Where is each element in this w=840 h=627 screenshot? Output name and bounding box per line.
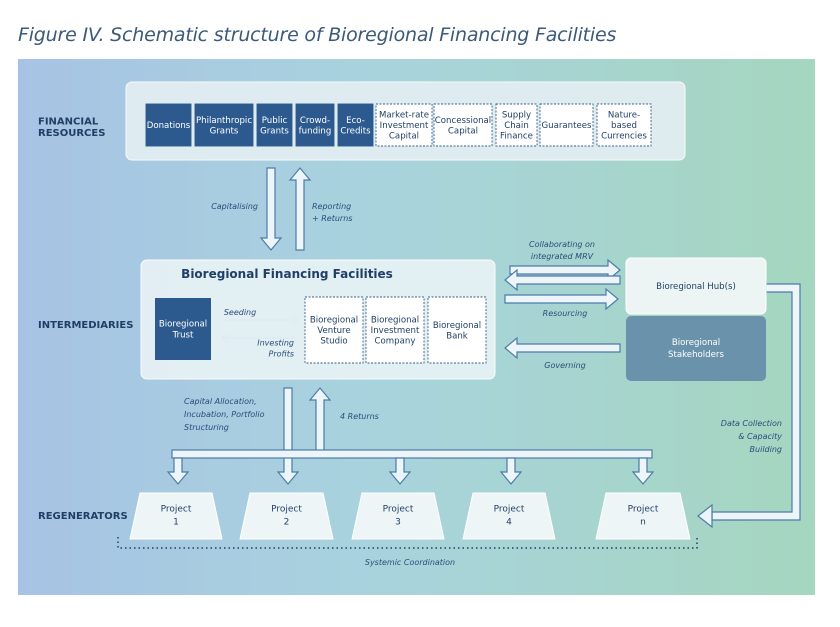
distribution-arrow-1 (166, 457, 190, 485)
capital-allocation-label: Capital Allocation,Incubation, Portfolio… (184, 397, 265, 432)
financial-resource-label-4: Crowd-funding (299, 116, 332, 137)
project-box-5 (595, 492, 691, 540)
systemic-coordination-label: Systemic Coordination (365, 558, 455, 567)
capitalising-label: Capitalising (211, 202, 258, 211)
bioregional-trust-box (155, 298, 211, 360)
financial-resource-box-6 (375, 103, 433, 147)
governing-arrow (504, 336, 621, 360)
distribution-arrow-4 (499, 457, 523, 485)
collaborating-arrow-left (504, 268, 621, 292)
reporting-returns-arrow (288, 167, 312, 251)
data-collection-arrowhead (697, 503, 713, 529)
financial-resource-label-5: Eco-Credits (340, 116, 371, 137)
financial-resource-box-1 (145, 103, 192, 147)
boxes-layer (145, 103, 652, 364)
capitalising-arrow (259, 167, 283, 251)
financial-resource-box-4 (295, 103, 335, 147)
returns-label: 4 Returns (340, 412, 379, 421)
seeding-label: Seeding (224, 308, 256, 317)
reporting-returns-label: Reporting+ Returns (312, 202, 352, 223)
bioregional-hub-box (625, 257, 767, 315)
financial-resource-box-5 (337, 103, 374, 147)
financial-resource-box-7 (433, 103, 493, 147)
row-label-regenerators: REGENERATORS (38, 511, 128, 522)
capital-allocation-arrow (276, 387, 300, 485)
resourcing-label: Resourcing (543, 309, 588, 318)
project-box-2 (239, 492, 334, 540)
project-box-4 (462, 492, 556, 540)
financial-resource-box-3 (256, 103, 293, 147)
financial-resource-box-8 (495, 103, 538, 147)
facility-entity-box-1 (304, 296, 364, 364)
bioregional-hub-label: Bioregional Hub(s) (656, 282, 736, 292)
systemic-coordination-bracket (117, 537, 698, 549)
financing-facilities-title: Bioregional Financing Facilities (181, 267, 393, 281)
distribution-arrow-5 (631, 457, 655, 485)
bioregional-stakeholders-box (626, 316, 766, 381)
distribution-arrow-3 (388, 457, 412, 485)
financial-resource-label-9: Guarantees (541, 121, 592, 131)
figure-title: Figure IV. Schematic structure of Bioreg… (18, 24, 617, 46)
resourcing-arrow (504, 287, 619, 311)
financial-resource-box-2 (194, 103, 254, 147)
governing-label: Governing (544, 361, 585, 370)
facility-entity-box-2 (365, 296, 425, 364)
financial-resource-box-10 (596, 103, 652, 147)
row-label-intermediaries: INTERMEDIARIES (38, 320, 133, 331)
arrows-layer (117, 167, 801, 549)
facility-entity-box-3 (427, 296, 487, 364)
project-box-1 (129, 492, 223, 540)
distribution-bar (171, 449, 653, 459)
financial-resource-label-1: Donations (147, 121, 191, 131)
financial-resource-box-9 (539, 103, 594, 147)
collaborating-arrow-right (509, 258, 621, 282)
returns-arrow (308, 387, 332, 453)
project-box-3 (351, 492, 445, 540)
